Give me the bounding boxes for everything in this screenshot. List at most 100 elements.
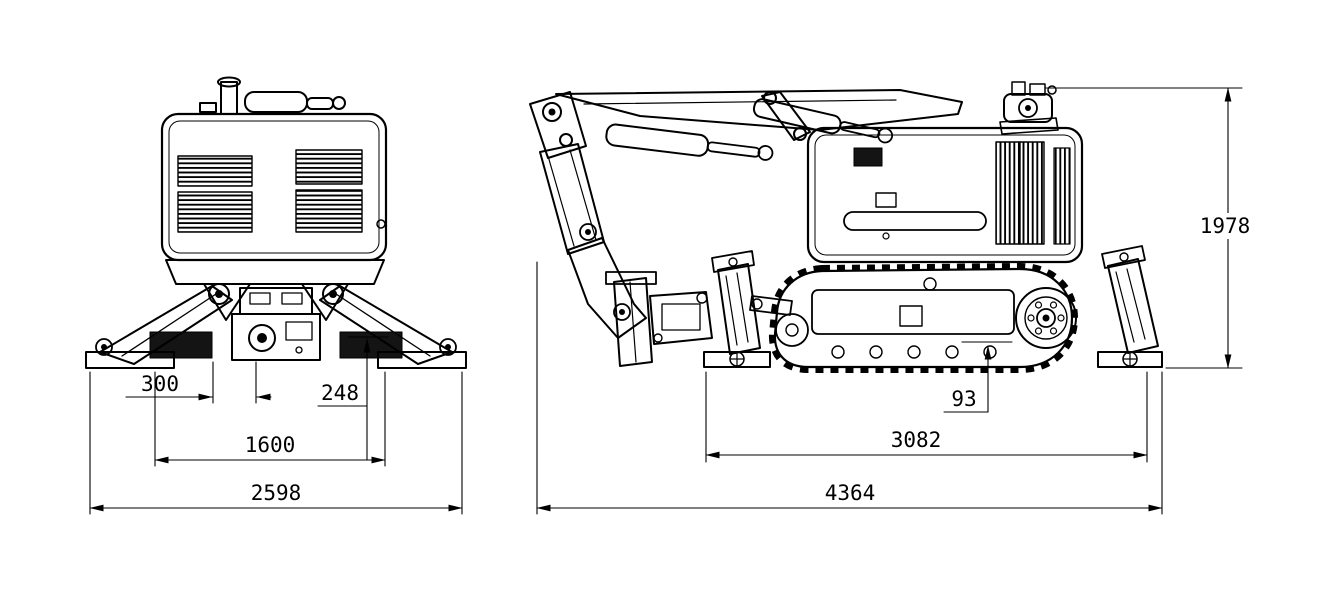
outrigger-link xyxy=(749,295,793,316)
bottom-roller xyxy=(831,345,845,359)
tool-mount-plate xyxy=(613,277,653,367)
outrigger-leg-rib xyxy=(725,275,738,346)
knuckle-pivot xyxy=(613,303,631,321)
exhaust-cap xyxy=(217,76,241,88)
gusset-left xyxy=(203,283,251,321)
beacon-assembly xyxy=(999,81,1059,135)
beacon-bracket xyxy=(999,117,1059,135)
outrigger-cap-pin xyxy=(1119,252,1129,262)
outrigger-leg xyxy=(1107,258,1159,354)
foot-ball-joint xyxy=(439,338,457,356)
outrigger-leg-rib xyxy=(1115,271,1135,343)
sprocket-bolt xyxy=(1049,301,1058,309)
boom-arm-rib xyxy=(547,155,575,247)
tool-top-bracket xyxy=(605,271,657,285)
exhaust-assembly xyxy=(199,76,346,115)
dim-overall-height: 1978 xyxy=(1045,87,1254,369)
latch xyxy=(376,219,386,229)
chassis-front xyxy=(165,259,385,361)
outrigger-pivot xyxy=(322,283,344,305)
frame-hatch xyxy=(899,305,923,327)
dim-text-248: 248 xyxy=(321,381,359,405)
outrigger-leg xyxy=(717,263,761,355)
sprocket-bolt xyxy=(1057,314,1065,322)
front-view: 300 248 1600 2598 xyxy=(85,76,467,515)
outrigger-leg xyxy=(319,285,453,365)
dim-text-2598: 2598 xyxy=(251,481,302,505)
boom-head-pivot xyxy=(542,102,562,122)
housing-outline xyxy=(806,126,1084,264)
dim-text-bg xyxy=(1196,213,1254,239)
dim-text-1600: 1600 xyxy=(245,433,296,457)
vent-grille xyxy=(295,149,363,185)
outrigger-leg-rib xyxy=(736,272,749,343)
turret-lower-box xyxy=(231,313,321,361)
outrigger-cap-pin xyxy=(728,257,738,267)
outrigger-pivot-pin xyxy=(329,290,337,298)
gusset-right xyxy=(301,283,349,321)
outrigger-foot xyxy=(85,351,175,369)
front-idler-hub xyxy=(785,323,799,337)
dim-overall-length: 4364 xyxy=(536,261,1163,515)
dim-ground-clearance: 93 xyxy=(943,341,1013,413)
boom-assembly xyxy=(529,89,963,339)
beacon-lamp xyxy=(1018,98,1038,118)
track-assembly xyxy=(768,263,1078,373)
sprocket-bolt xyxy=(1034,301,1043,309)
dim-track-length: 3082 xyxy=(705,371,1148,463)
dim-text-1978: 1978 xyxy=(1200,214,1251,238)
bottom-roller xyxy=(907,345,921,359)
cylinder-eye xyxy=(757,145,774,161)
foot-ball-pin xyxy=(101,344,107,350)
exhaust-outlet xyxy=(306,97,334,110)
tool-plate-rib xyxy=(629,281,637,363)
cylinder-rod xyxy=(839,121,881,139)
sprocket-bolt xyxy=(1034,327,1043,335)
rotation-hub-inner xyxy=(257,333,267,343)
vent-grille xyxy=(177,155,253,187)
outrigger-front-left xyxy=(85,283,233,369)
dim-foot-height: 248 xyxy=(317,336,389,461)
beacon-cap xyxy=(1029,83,1046,96)
vent-grille xyxy=(177,191,253,233)
drive-sprocket-hub xyxy=(1036,308,1056,328)
tool-bracket xyxy=(649,291,713,345)
beacon-cap xyxy=(1011,81,1026,96)
engine-housing-side xyxy=(806,126,1084,264)
tool-pin xyxy=(696,292,708,304)
dim-outrigger-span: 1600 xyxy=(154,371,386,467)
bottom-roller xyxy=(945,345,959,359)
engine-housing-front xyxy=(160,112,388,262)
door-latch xyxy=(875,192,897,208)
intake-box xyxy=(853,147,883,167)
housing-inner-line xyxy=(814,134,1076,256)
foot-ball-joint xyxy=(95,338,113,356)
knuckle-arm xyxy=(567,237,647,339)
link-pin xyxy=(793,127,807,141)
outrigger-leg xyxy=(99,285,233,365)
sprocket-bolt xyxy=(1027,314,1035,322)
link-pin xyxy=(763,91,777,105)
boom-top-beam xyxy=(555,89,963,131)
boom-head-pivot-lower xyxy=(559,133,573,147)
dim-text-3082: 3082 xyxy=(891,428,942,452)
cylinder-barrel xyxy=(605,123,710,157)
dim-overall-width: 2598 xyxy=(89,371,463,515)
tool-bracket-inner xyxy=(661,303,701,331)
door-handle xyxy=(843,211,987,231)
front-idler xyxy=(775,313,809,347)
dipper-cylinder xyxy=(752,98,894,144)
track-frame xyxy=(811,289,1015,335)
elbow-pivot xyxy=(579,223,597,241)
outrigger-cap xyxy=(711,250,755,273)
cylinder-rod xyxy=(706,141,761,158)
track-shoe-right xyxy=(339,331,403,359)
housing-outline xyxy=(160,112,388,262)
dim-track-offset: 300 xyxy=(125,361,272,404)
outrigger-leg-rib xyxy=(1126,268,1146,340)
turret-detail xyxy=(249,292,271,305)
knuckle-pin xyxy=(619,309,625,315)
dim-text-300: 300 xyxy=(141,372,179,396)
